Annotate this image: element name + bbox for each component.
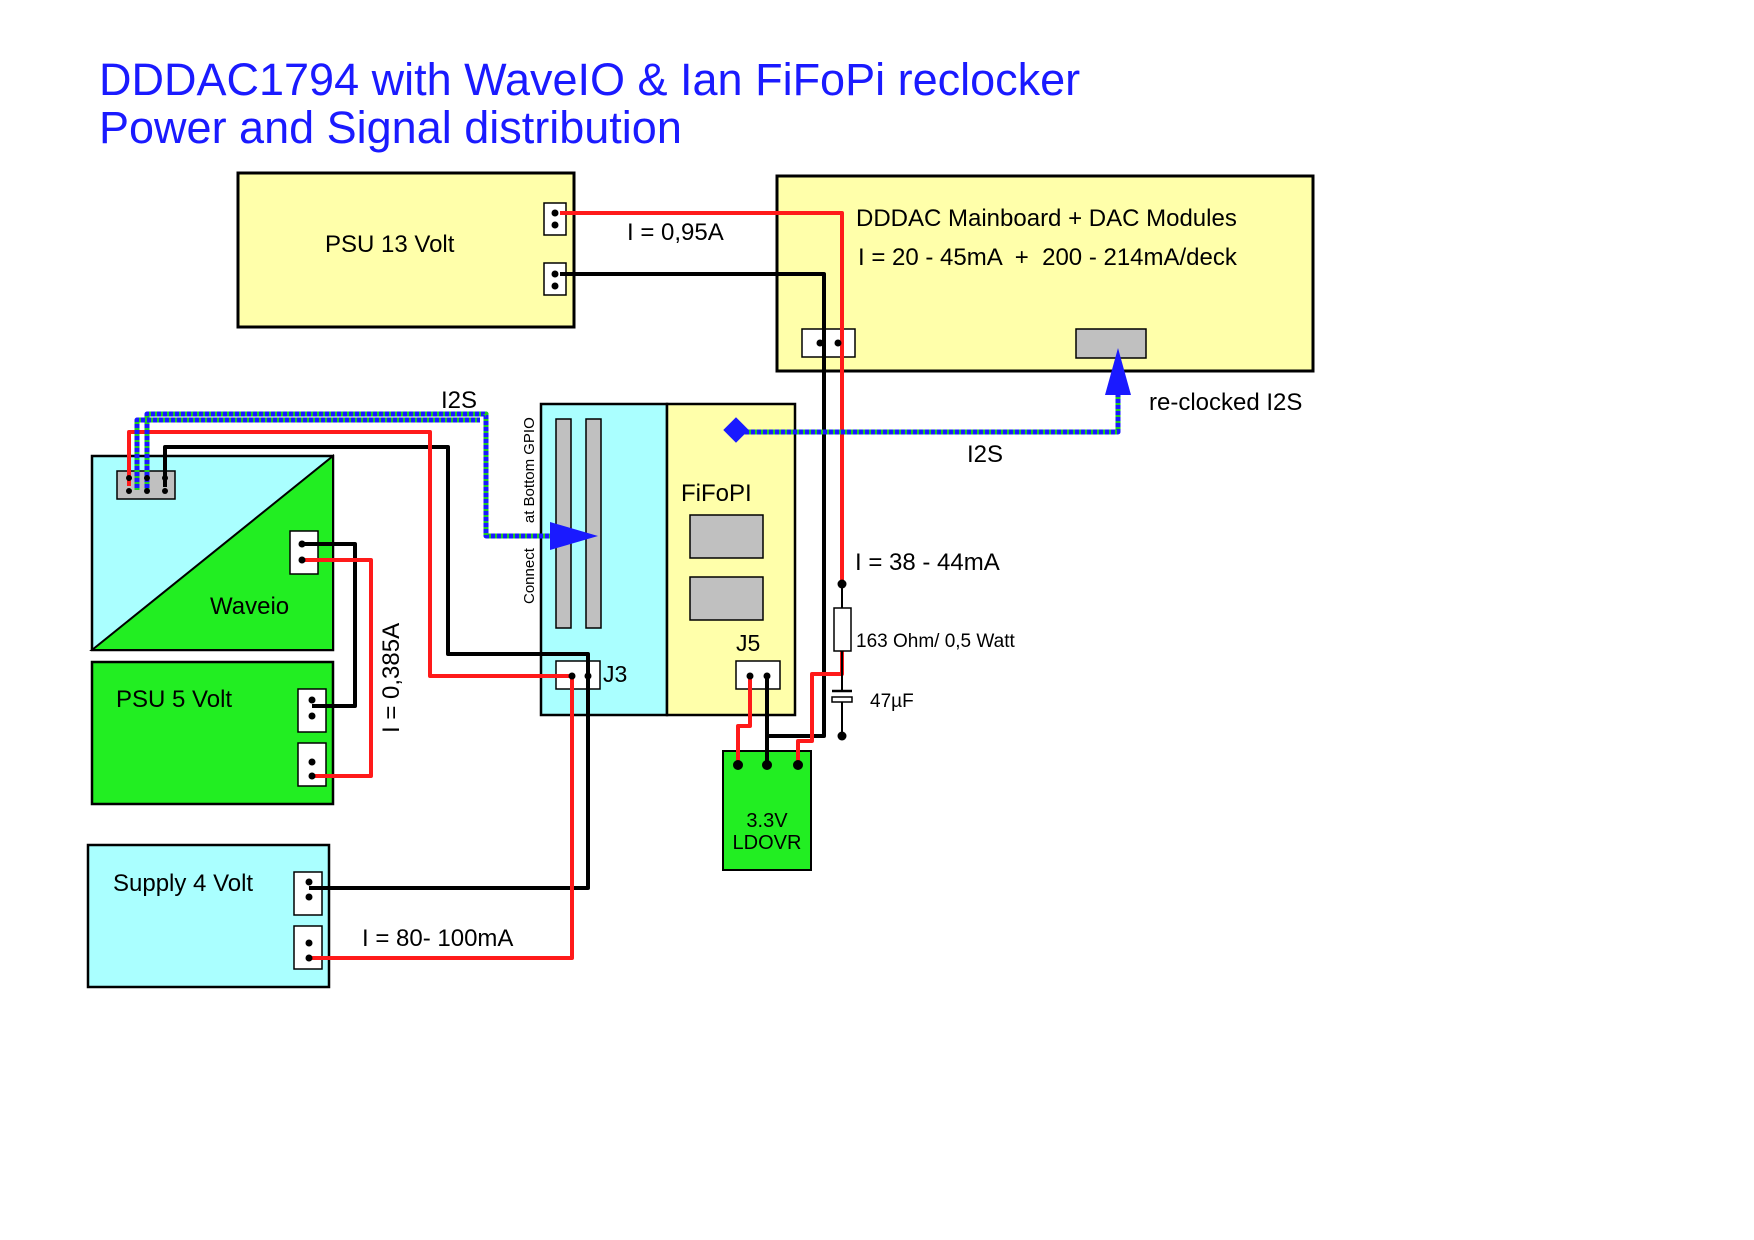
- mainboard-power-connector: [801, 328, 856, 358]
- power-wire-13v: [560, 211, 844, 584]
- psu-13-volt-block: PSU 13 Volt: [236, 171, 576, 329]
- supply4-connector-minus: [293, 871, 323, 916]
- ldo-regulator-block: 3.3V LDOVR: [722, 750, 812, 871]
- j5-connector: [735, 660, 781, 690]
- ground-wire-waveio: [163, 445, 590, 890]
- supply-4-volt-label: Supply 4 Volt: [113, 870, 253, 897]
- rc-filter: [831, 579, 853, 741]
- power-wire-ldo-feed: [796, 643, 844, 765]
- i2s-right-label: I2S: [967, 441, 1003, 468]
- gpio-header-left: [555, 418, 572, 629]
- j3-label: J3: [603, 661, 627, 687]
- resistor-label: 163 Ohm/ 0,5 Watt: [856, 631, 1015, 652]
- mainboard-label: DDDAC Mainboard + DAC Modules: [856, 205, 1237, 232]
- supply4-connector-plus: [293, 925, 323, 970]
- i2s-arrow-to-mainboard: [1105, 348, 1131, 395]
- power-wire-5v: [302, 558, 373, 778]
- fifopi-chip-1: [689, 514, 764, 559]
- supply-4-volt-block: Supply 4 Volt: [86, 843, 331, 989]
- reclocked-i2s-label: re-clocked I2S: [1149, 389, 1302, 416]
- psu-5-volt-block: PSU 5 Volt: [90, 660, 335, 806]
- waveio-power-connector: [289, 530, 319, 575]
- ldo-label-line2: LDOVR: [733, 832, 802, 854]
- waveio-label: Waveio: [210, 593, 289, 620]
- current-ldo-label: I = 38 - 44mA: [855, 549, 1000, 576]
- mainboard-i2s-connector: [1075, 328, 1147, 359]
- power-wire-j5: [736, 676, 752, 765]
- current-5v-label: I = 0,385A: [378, 623, 405, 733]
- fifopi-label: FiFoPI: [681, 480, 752, 507]
- power-wire-waveio: [127, 430, 574, 960]
- i2s-source-diamond: [723, 417, 749, 443]
- psu5-connector-minus: [297, 688, 327, 733]
- j5-label: J5: [736, 630, 760, 656]
- diagram-title-line1: DDDAC1794 with WaveIO & Ian FiFoPi reclo…: [99, 54, 1081, 105]
- fifopi-block: FiFoPI Connect at Bottom GPIO J3 J5: [521, 402, 797, 717]
- psu13-connector-plus: [543, 202, 567, 236]
- ground-wires: [163, 272, 826, 890]
- gpio-note-label: Connect at Bottom GPIO: [521, 417, 538, 604]
- i2s-left-label: I2S: [441, 387, 477, 414]
- mainboard-current-label: I = 20 - 45mA + 200 - 214mA/deck: [858, 244, 1238, 271]
- ldo-label-line1: 3.3V: [746, 810, 788, 832]
- gpio-header-right: [585, 418, 602, 629]
- ground-wire-5v: [302, 542, 357, 708]
- psu13-connector-minus: [543, 262, 567, 296]
- fifopi-chip-2: [689, 576, 764, 621]
- dddac-mainboard-block: DDDAC Mainboard + DAC Modules I = 20 - 4…: [775, 174, 1315, 373]
- current-4v-label: I = 80- 100mA: [362, 925, 513, 952]
- connector-pins: [126, 209, 842, 962]
- current-13v-label: I = 0,95A: [627, 219, 724, 246]
- diagram-title-line2: Power and Signal distribution: [99, 102, 682, 153]
- i2s-arrow-to-fifopi: [550, 522, 598, 550]
- i2s-signal-wires: [134, 378, 1121, 539]
- capacitor-label: 47µF: [870, 691, 914, 712]
- resistor-symbol: [833, 607, 852, 652]
- psu-13-volt-label: PSU 13 Volt: [325, 231, 455, 258]
- psu-5-volt-label: PSU 5 Volt: [116, 686, 232, 713]
